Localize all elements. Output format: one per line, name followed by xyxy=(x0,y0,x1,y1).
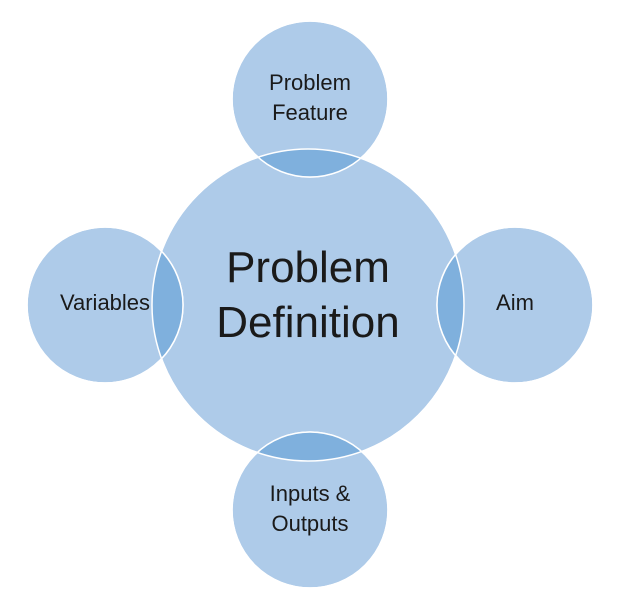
left-label: Variables xyxy=(59,290,151,315)
center-label: Problem Definition xyxy=(216,243,400,347)
right-label: Aim xyxy=(496,290,534,315)
bottom-label: Inputs & Outputs xyxy=(269,481,351,536)
top-label: Problem Feature xyxy=(269,70,351,125)
